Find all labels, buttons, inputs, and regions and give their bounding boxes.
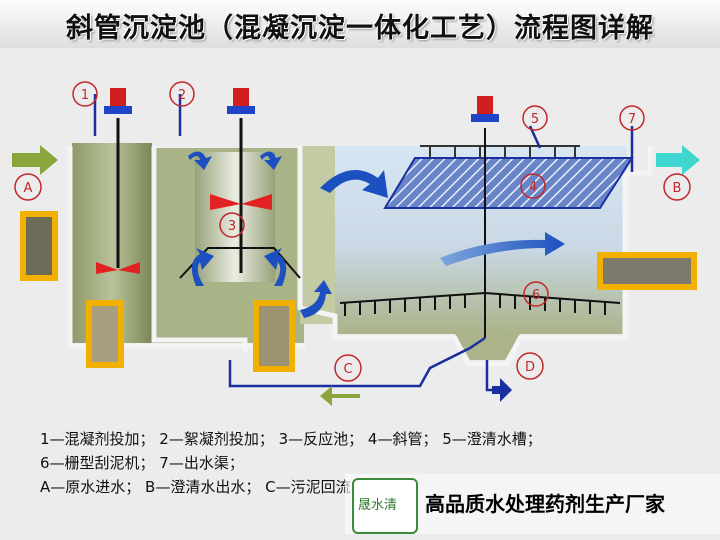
circle-marker-labels: 1 2 3 5 4 6 7 A B C D: [24, 88, 682, 377]
flow-arrows: [188, 151, 565, 318]
marker-2: 2: [178, 88, 186, 103]
inclined-tubes: [383, 157, 634, 209]
discharge-arrow-d-head: [492, 378, 512, 402]
inlet-arrow-a: [12, 145, 58, 175]
vendor-slogan: 高品质水处理药剂生产厂家: [425, 492, 665, 516]
clear-water-collector-pipes: [420, 145, 580, 158]
raw-water-sample-photo: [20, 211, 58, 281]
coagulant-sample-photo: [86, 300, 124, 368]
marker-d: D: [525, 360, 535, 375]
vendor-logo: [352, 478, 418, 534]
grid-scraper: [339, 128, 621, 338]
outlet-arrow-b: [656, 145, 700, 175]
marker-3: 3: [228, 219, 236, 234]
page-title: 斜管沉淀池（混凝沉淀一体化工艺）流程图详解: [66, 13, 654, 44]
marker-c: C: [343, 362, 352, 377]
marker-b: B: [673, 181, 682, 196]
marker-5: 5: [531, 112, 539, 127]
recycle-arrow-c-head: [320, 386, 360, 406]
vendor-logo-text: 晟水清: [358, 498, 398, 513]
process-diagram: 1 2 3 5 4 6 7 A B C D: [12, 81, 700, 406]
legend-line-1: 1—混凝剂投加； 2—絮凝剂投加； 3—反应池； 4—斜管； 5—澄清水槽；: [40, 430, 542, 448]
transfer-channel: [300, 146, 335, 324]
marker-7: 7: [628, 112, 636, 127]
scraper-motor: [471, 96, 499, 122]
sludge-hopper: [455, 334, 520, 360]
marker-4: 4: [529, 180, 537, 195]
sludge-lines: [93, 94, 634, 392]
marker-1: 1: [81, 88, 89, 103]
title-bar: [0, 0, 720, 48]
floc-sample-photo: [253, 300, 295, 372]
settled-water-sample-photo: [597, 252, 697, 290]
circle-markers: [14, 81, 691, 382]
mixer-1: [96, 88, 140, 274]
legend-line-2: 6—栅型刮泥机； 7—出水渠；: [40, 454, 244, 472]
marker-a: A: [24, 181, 33, 196]
marker-6: 6: [532, 288, 540, 303]
